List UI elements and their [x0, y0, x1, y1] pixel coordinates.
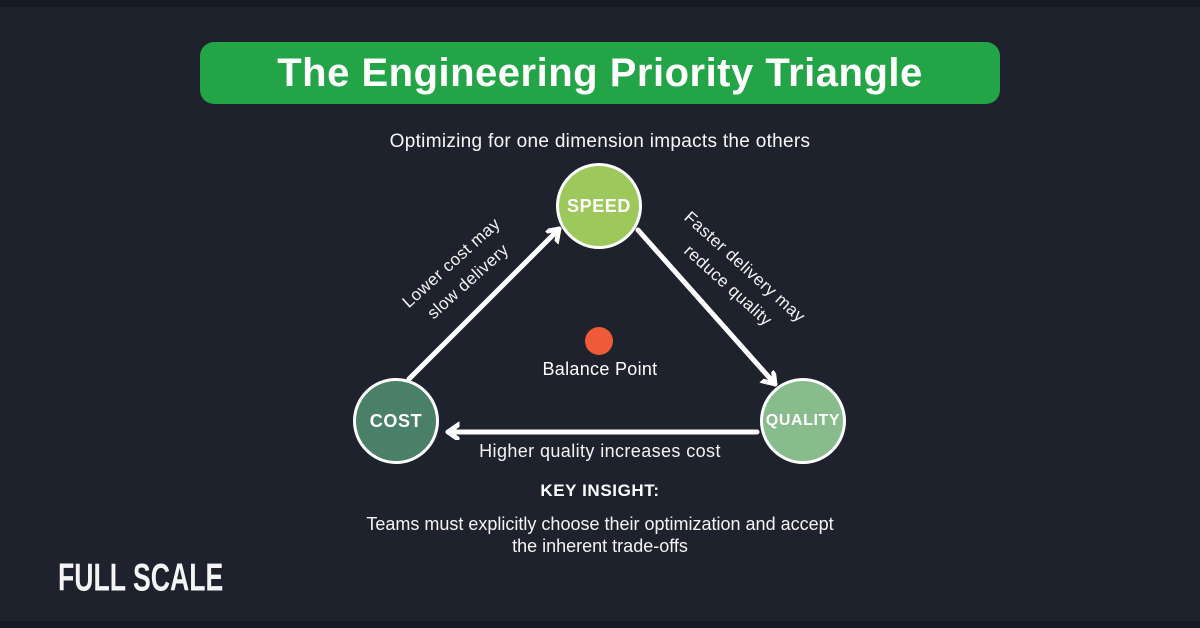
key-insight-line: Teams must explicitly choose their optim…	[366, 514, 834, 534]
arrow-cost-to-speed	[406, 226, 562, 382]
edge-label-quality-to-cost: Higher quality increases cost	[479, 441, 721, 461]
title-banner: The Engineering Priority Triangle	[200, 42, 1000, 104]
node-quality: QUALITY	[760, 378, 846, 464]
balance-point-label: Balance Point	[542, 359, 658, 379]
balance-point-dot	[585, 327, 613, 355]
node-cost: COST	[353, 378, 439, 464]
subtitle: Optimizing for one dimension impacts the…	[389, 131, 811, 152]
full-scale-logo: FULL SCALE	[58, 556, 224, 600]
node-cost-label: COST	[369, 410, 423, 431]
arrow-speed-to-quality	[635, 227, 778, 387]
key-insight-heading: KEY INSIGHT:	[540, 481, 660, 500]
node-speed: SPEED	[556, 163, 642, 249]
key-insight-line: the inherent trade-offs	[512, 536, 688, 556]
bottom-edge-bar	[0, 621, 1200, 628]
key-insight: KEY INSIGHT: Teams must explicitly choos…	[0, 481, 1200, 557]
node-quality-label: QUALITY	[765, 412, 841, 429]
node-speed-label: SPEED	[566, 195, 632, 216]
top-edge-bar	[0, 0, 1200, 7]
key-insight-body: Teams must explicitly choose their optim…	[0, 513, 1200, 557]
page-title: The Engineering Priority Triangle	[277, 50, 923, 95]
